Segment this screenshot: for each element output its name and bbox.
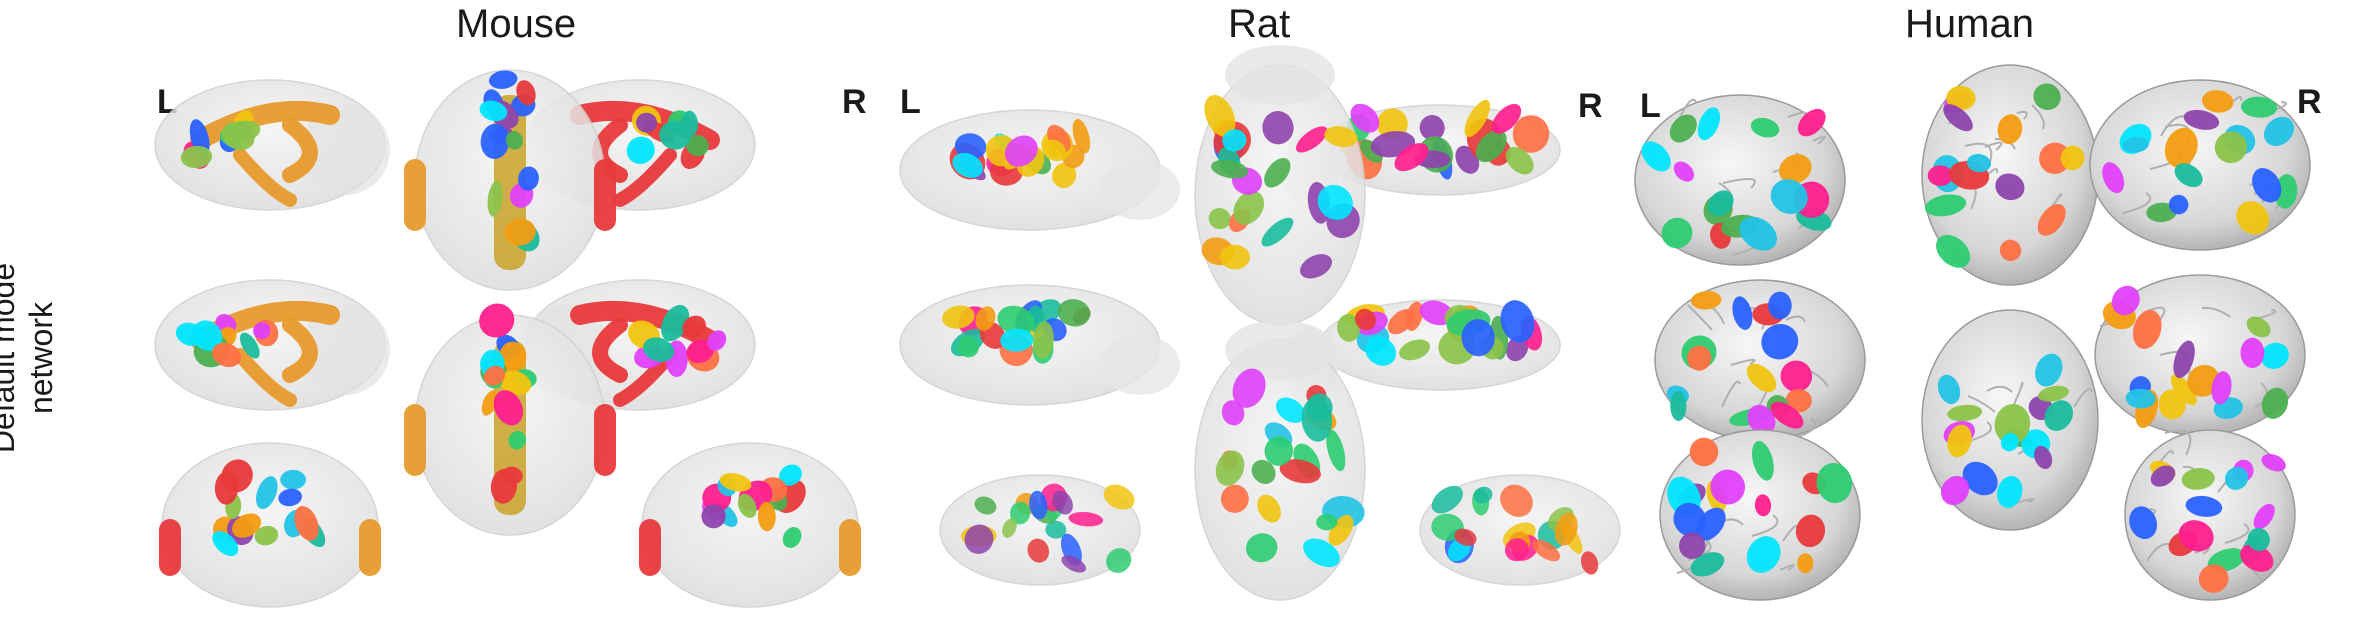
- human-lateral-right: [2089, 79, 2311, 251]
- human-dorsal-view: [1921, 64, 2099, 286]
- human-left-label: L: [1640, 87, 1661, 125]
- rat-coronal-right: [1419, 474, 1621, 586]
- mouse-coronal-left: [159, 442, 381, 608]
- rat-left-label: L: [900, 83, 921, 121]
- rat-ventral-view: [1194, 320, 1366, 601]
- mouse-ventral-view: [404, 303, 616, 536]
- human-posterior-view: [2124, 429, 2296, 601]
- human-lateral-left: [1634, 94, 1846, 266]
- rat-sagittal-left-top: [899, 109, 1180, 231]
- mouse-sagittal-left-top: [154, 79, 390, 211]
- species-title-rat: Rat: [1228, 2, 1291, 46]
- mouse-coronal-right: [639, 442, 861, 608]
- mouse-dorsal-view: [404, 69, 616, 291]
- human-right-label: R: [2297, 83, 2322, 121]
- human-medial-right: [2094, 274, 2306, 436]
- mouse-sagittal-left-middle: [154, 279, 390, 411]
- human-medial-left: [1654, 279, 1866, 442]
- rat-coronal-left: [939, 474, 1141, 586]
- rat-right-label: R: [1578, 87, 1603, 125]
- rat-sagittal-left-middle: [899, 284, 1180, 406]
- mouse-right-label: R: [842, 83, 867, 121]
- species-title-mouse: Mouse: [456, 2, 577, 46]
- rat-dorsal-view: [1194, 45, 1366, 326]
- human-ventral-view: [1921, 309, 2099, 531]
- species-title-human: Human: [1905, 2, 2034, 46]
- human-anterior-view: [1659, 429, 1861, 601]
